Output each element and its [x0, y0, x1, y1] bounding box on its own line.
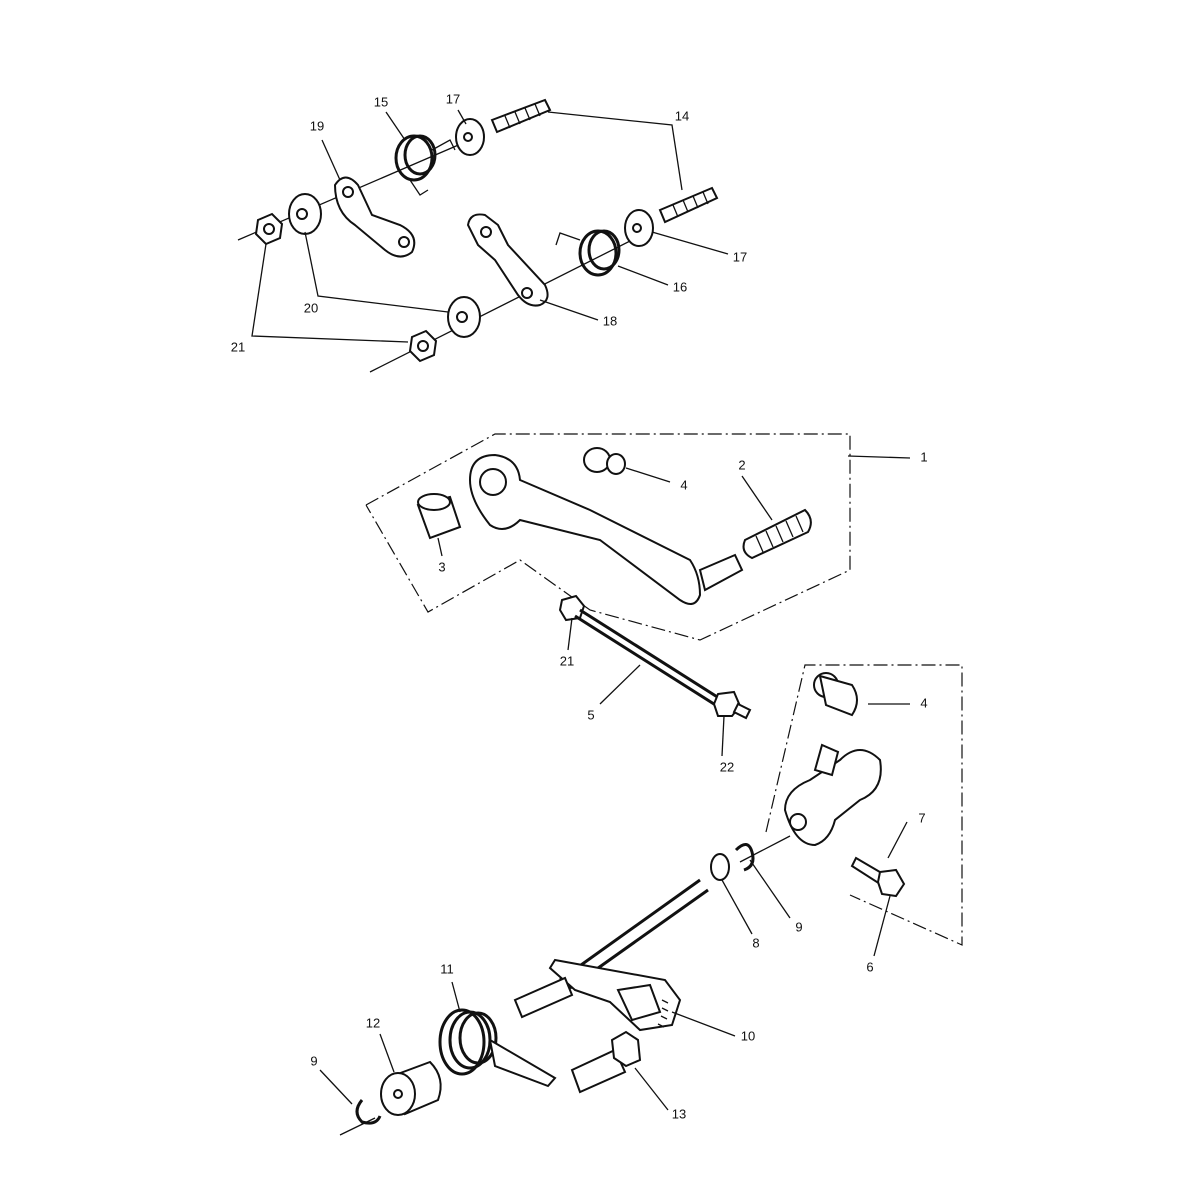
nut-21-rod [558, 594, 586, 622]
callout-19: 19 [310, 118, 324, 133]
pin-14-lower [658, 186, 719, 224]
callout-10: 10 [741, 1028, 755, 1043]
lever-19 [333, 176, 416, 258]
callout-11: 11 [440, 961, 454, 976]
rod-5 [579, 608, 731, 707]
callout-18: 18 [603, 313, 617, 328]
callout-15: 15 [374, 94, 388, 109]
callout-2: 2 [738, 457, 745, 472]
nut-21-upper [254, 212, 284, 246]
callout-6: 6 [866, 959, 873, 974]
washer-8 [710, 853, 730, 881]
callout-20: 20 [304, 300, 318, 315]
shaft [559, 878, 701, 982]
selector-arm [783, 749, 882, 847]
bolt-7 [850, 856, 906, 898]
callout-9: 9 [795, 919, 802, 934]
nut-21-lower [408, 329, 438, 363]
callout-3: 3 [438, 559, 445, 574]
callout-4: 4 [920, 695, 927, 710]
callout-12: 12 [366, 1015, 380, 1030]
callout-4: 4 [680, 477, 687, 492]
washer-20-lower [447, 296, 481, 338]
upper-linkage-assembly [237, 98, 729, 373]
pin-14-upper [490, 98, 552, 134]
callout-9: 9 [310, 1053, 317, 1068]
washer-17-lower [624, 209, 654, 247]
washer-17-upper [455, 118, 485, 156]
clip-9-upper [734, 843, 755, 872]
selector-shaft-assembly [319, 664, 963, 1136]
pedal-rubber-2 [742, 508, 812, 560]
pedal-assembly [365, 433, 911, 757]
pivot-bolt-13 [570, 1030, 642, 1094]
nut-4-upper [583, 447, 626, 475]
callout-22: 22 [720, 759, 734, 774]
pedal-peg [698, 553, 744, 592]
spring-16 [555, 229, 621, 277]
nut-22 [712, 690, 752, 720]
callout-21: 21 [560, 653, 574, 668]
callout-labels: 17 15 19 14 17 16 18 20 21 1 4 2 3 21 5 … [231, 91, 928, 1121]
lever-18 [466, 213, 549, 307]
callout-5: 5 [587, 707, 594, 722]
callout-21: 21 [231, 339, 245, 354]
spring-11 [438, 1008, 557, 1088]
callout-14: 14 [675, 108, 689, 123]
pedal-lever [468, 453, 702, 605]
callout-16: 16 [673, 279, 687, 294]
callout-17: 17 [733, 249, 747, 264]
washer-20-upper [288, 193, 322, 235]
spring-15 [394, 134, 456, 196]
callout-13: 13 [672, 1106, 686, 1121]
callout-17: 17 [446, 91, 460, 106]
callout-8: 8 [752, 935, 759, 950]
nut-4-lower [813, 672, 858, 717]
roller-12 [380, 1060, 442, 1116]
callout-1: 1 [920, 449, 927, 464]
clip-9-lower [355, 1099, 382, 1125]
bush-3 [416, 493, 462, 540]
callout-7: 7 [918, 810, 925, 825]
